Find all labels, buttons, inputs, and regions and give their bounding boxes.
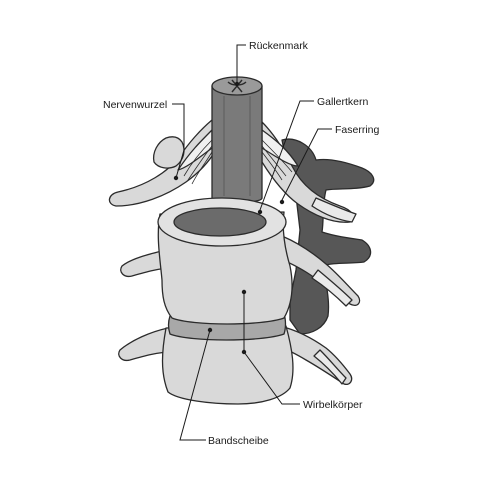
upper-vertebra-processes — [108, 119, 357, 223]
label-nervenwurzel: Nervenwurzel — [103, 99, 185, 181]
svg-text:Bandscheibe: Bandscheibe — [208, 435, 269, 447]
label-gallertkern: Gallertkern — [257, 96, 369, 215]
svg-text:Gallertkern: Gallertkern — [317, 96, 369, 108]
svg-text:Faserring: Faserring — [335, 124, 380, 136]
svg-text:Rückenmark: Rückenmark — [249, 40, 309, 52]
posterior-shadow — [281, 138, 375, 335]
label-faserring: Faserring — [279, 124, 380, 205]
label-bandscheibe: Bandscheibe — [179, 327, 269, 447]
spinal-cord — [211, 76, 263, 204]
lower-vertebra-processes — [118, 325, 353, 386]
label-wirbelkoerper: Wirbelkörper — [241, 289, 363, 411]
label-rueckenmark: Rückenmark — [234, 40, 309, 87]
svg-text:Wirbelkörper: Wirbelkörper — [303, 399, 363, 411]
svg-text:Nervenwurzel: Nervenwurzel — [103, 99, 167, 111]
vertebral-bodies — [157, 197, 294, 405]
